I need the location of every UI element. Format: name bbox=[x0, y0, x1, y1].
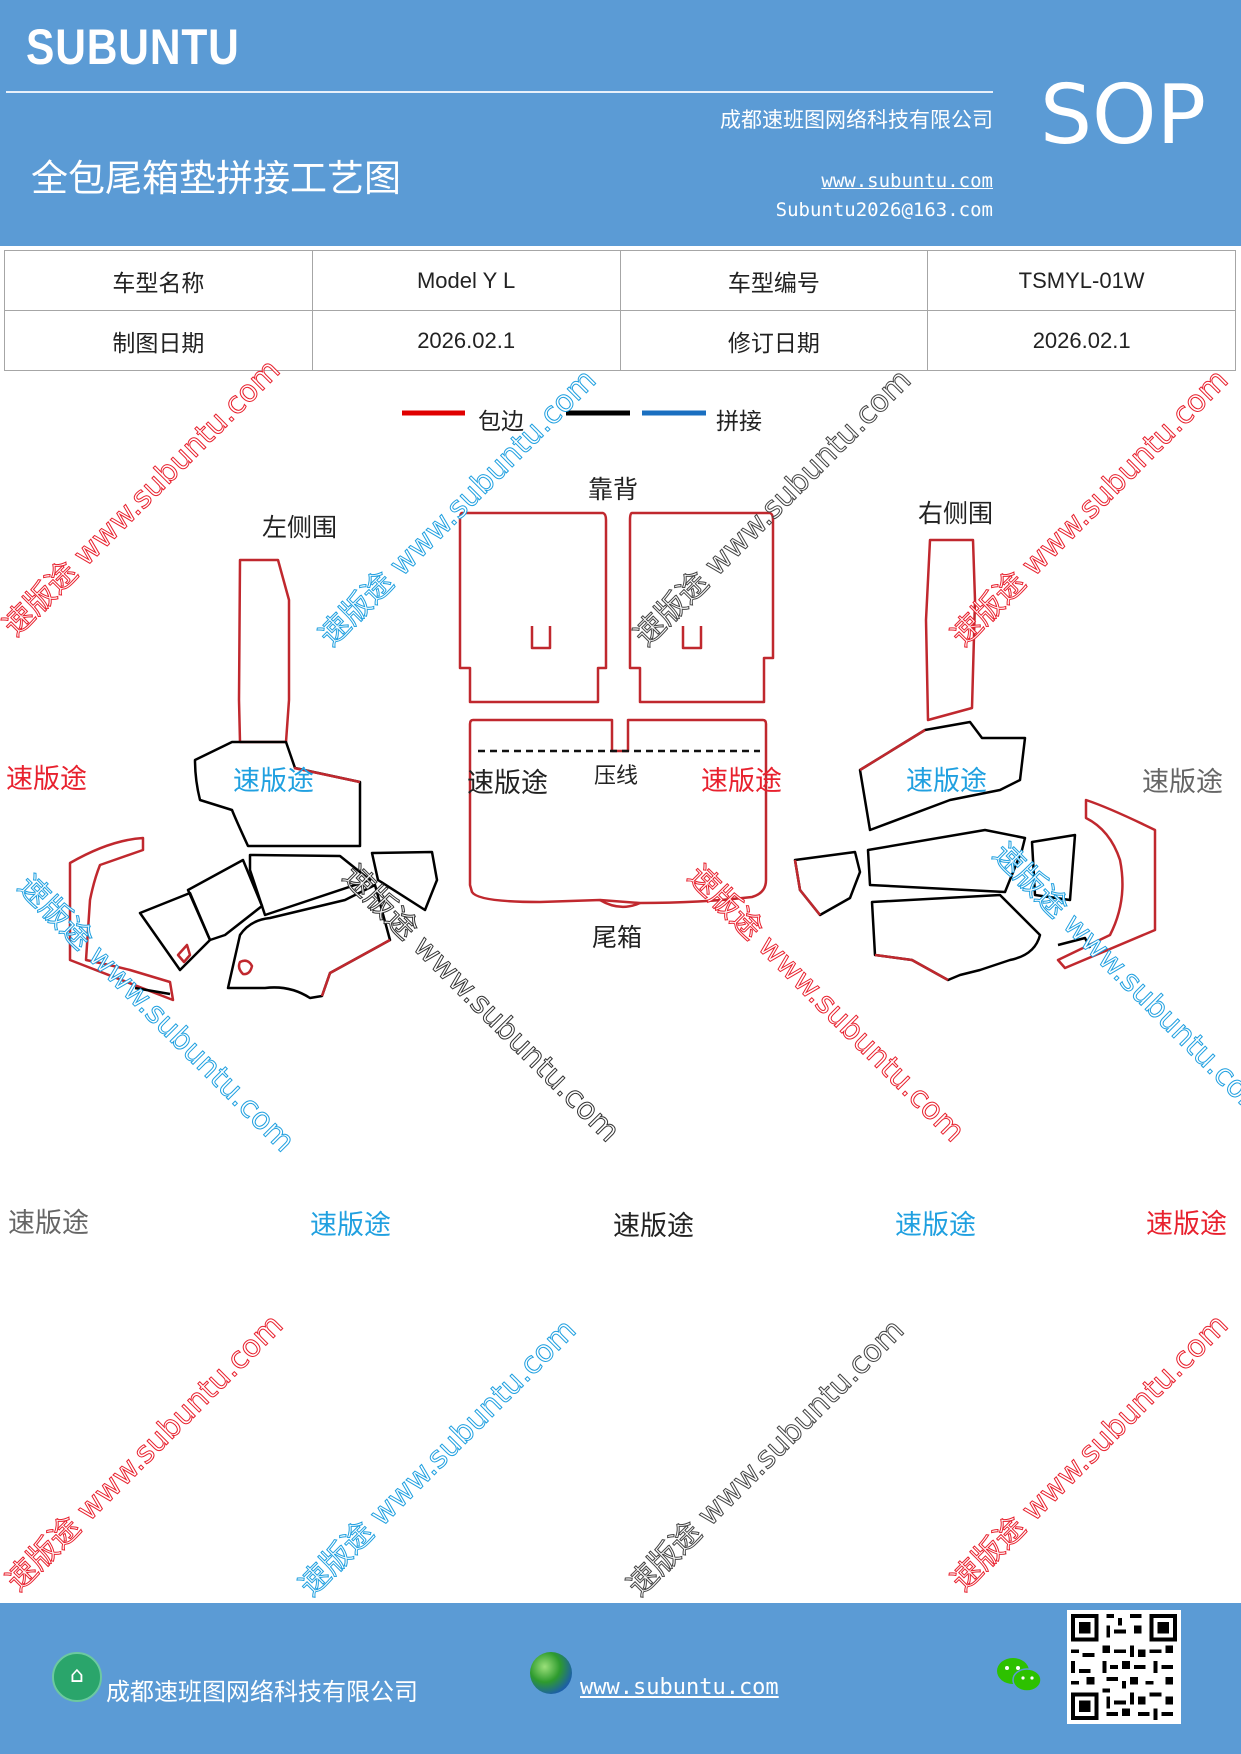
watermark-brand: 速版途 bbox=[6, 764, 87, 795]
right-side-lower-red bbox=[874, 953, 949, 982]
right-side-small-piece-3 bbox=[1030, 833, 1077, 902]
label-backrest: 靠背 bbox=[588, 475, 639, 504]
left-side-upper-strip bbox=[237, 558, 291, 744]
watermark-brand: 速版途 bbox=[310, 1210, 391, 1241]
right-side-small-piece-1-red bbox=[793, 859, 821, 916]
header-divider bbox=[6, 91, 993, 93]
watermark-brand: 速版途 bbox=[8, 1208, 89, 1239]
company-name: 成都速班图网络科技有限公司 bbox=[720, 108, 993, 132]
wechat-icon bbox=[997, 1658, 1042, 1692]
table-cell: 2026.02.1 bbox=[927, 310, 1236, 371]
left-side-lower-red bbox=[320, 938, 391, 997]
globe-icon bbox=[530, 1652, 572, 1694]
email-text: Subuntu2026@163.com bbox=[775, 199, 993, 221]
watermark-brand: 速版途 bbox=[701, 766, 782, 797]
table-cell: 车型名称 bbox=[4, 250, 313, 311]
backrest-right-piece bbox=[628, 511, 775, 704]
table-cell: 车型编号 bbox=[619, 250, 929, 311]
legend-label-blue: 拼接 bbox=[716, 409, 762, 435]
left-side-mid-panel bbox=[193, 740, 362, 848]
left-side-small-piece-3 bbox=[248, 853, 372, 917]
label-left-side: 左侧围 bbox=[262, 513, 338, 542]
label-trunk: 尾箱 bbox=[592, 923, 643, 952]
watermark-brand: 速版途 bbox=[233, 766, 314, 797]
table-row: 车型名称 Model Y L 车型编号 TSMYL-01W bbox=[4, 250, 1236, 311]
footer-company: 成都速班图网络科技有限公司 bbox=[106, 1678, 418, 1706]
table-row: 制图日期 2026.02.1 修订日期 2026.02.1 bbox=[4, 310, 1236, 371]
right-side-upper-strip bbox=[924, 538, 977, 722]
left-side-small-piece-1 bbox=[138, 891, 212, 972]
legend-label-red: 包边 bbox=[478, 409, 524, 435]
qr-code bbox=[1067, 1610, 1181, 1724]
right-side-wheel-arch bbox=[1056, 798, 1157, 970]
brand-logo: SUBUNTU bbox=[26, 19, 240, 75]
right-side-lower-panel bbox=[870, 893, 1042, 982]
backrest-left-piece bbox=[458, 511, 608, 704]
left-side-hole bbox=[237, 959, 254, 976]
company-icon: ⌂ bbox=[52, 1652, 102, 1702]
left-side-small-piece-1-hole bbox=[176, 943, 192, 964]
table-cell: TSMYL-01W bbox=[927, 250, 1236, 311]
table-cell: 制图日期 bbox=[4, 310, 313, 371]
right-side-mid-panel bbox=[858, 720, 1027, 832]
doc-code: SOP bbox=[1040, 68, 1207, 163]
right-side-small-piece-1 bbox=[793, 850, 862, 917]
right-side-small-piece-2 bbox=[866, 828, 1027, 894]
header-banner bbox=[0, 0, 1241, 246]
trunk-piece bbox=[468, 718, 768, 905]
table-cell: 2026.02.1 bbox=[311, 310, 621, 371]
watermark-brand: 速版途 bbox=[1142, 767, 1223, 798]
table-cell: 修订日期 bbox=[619, 310, 929, 371]
left-side-wheel-arch-inner bbox=[134, 986, 171, 996]
left-side-wheel-arch bbox=[68, 836, 175, 1002]
watermark-brand: 速版途 bbox=[895, 1210, 976, 1241]
label-right-side: 右侧围 bbox=[918, 499, 994, 528]
backrest-left-notch bbox=[530, 626, 552, 650]
watermark-brand: 速版途 bbox=[906, 766, 987, 797]
watermark-brand: 速版途 bbox=[613, 1211, 694, 1242]
trunk-tab bbox=[599, 898, 641, 909]
info-table: 车型名称 Model Y L 车型编号 TSMYL-01W 制图日期 2026.… bbox=[4, 250, 1236, 371]
right-side-wheel-arch-inner bbox=[1057, 936, 1092, 949]
left-side-red-edge bbox=[293, 766, 361, 784]
backrest-right-notch bbox=[681, 626, 703, 650]
right-side-mid-red bbox=[859, 728, 926, 772]
watermark-brand: 速版途 bbox=[467, 768, 548, 799]
left-side-small-piece-4 bbox=[370, 850, 439, 912]
website-link[interactable]: www.subuntu.com bbox=[821, 170, 993, 192]
table-cell: Model Y L bbox=[311, 250, 621, 311]
label-press-line: 压线 bbox=[594, 764, 639, 789]
page-title: 全包尾箱垫拼接工艺图 bbox=[31, 157, 401, 200]
watermark-brand: 速版途 bbox=[1146, 1209, 1227, 1240]
left-side-small-piece-2 bbox=[186, 858, 264, 942]
footer-website-link[interactable]: www.subuntu.com bbox=[580, 1675, 779, 1700]
